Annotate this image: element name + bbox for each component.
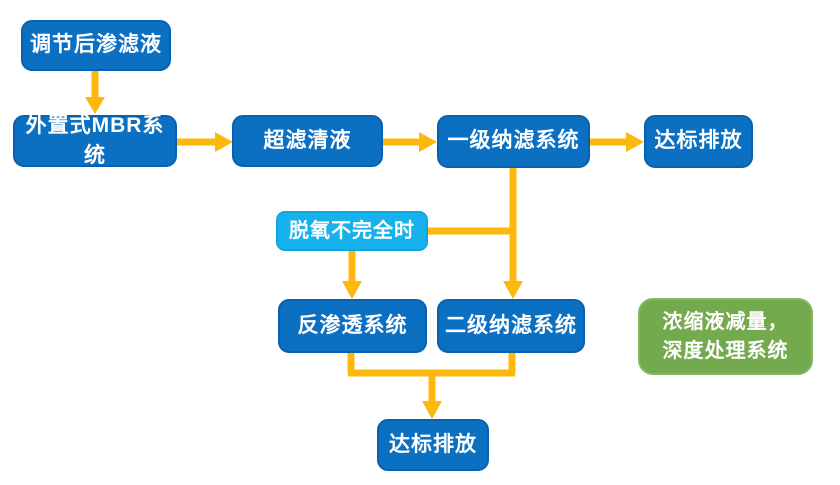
node-deoxygenation-incomplete-label: 脱氧不完全时 xyxy=(289,219,415,242)
node-standard-discharge-right-label: 达标排放 xyxy=(654,129,743,153)
arrowhead-nf1-to-nf2 xyxy=(503,281,523,299)
arrowhead-merge-to-discharge xyxy=(422,401,442,419)
node-second-stage-nf-system-label: 二级纳滤系统 xyxy=(445,313,577,337)
node-second-stage-nf-system: 二级纳滤系统 xyxy=(437,299,585,353)
node-standard-discharge-bottom-label: 达标排放 xyxy=(389,432,477,456)
arrowhead-mbr-to-uf xyxy=(215,132,233,152)
node-first-stage-nf-system-label: 一级纳滤系统 xyxy=(447,129,580,153)
arrowhead-leachate-to-mbr xyxy=(85,97,105,114)
node-uf-clear-liquid: 超滤清液 xyxy=(232,115,383,167)
node-external-mbr-system-label: 外置式MBR系统 xyxy=(25,113,165,167)
node-deoxygenation-incomplete: 脱氧不完全时 xyxy=(276,211,428,251)
node-concentrate-reduction: 浓缩液减量， 深度处理系统 xyxy=(638,298,813,375)
node-first-stage-nf-system: 一级纳滤系统 xyxy=(437,115,590,168)
node-reverse-osmosis-system-label: 反渗透系统 xyxy=(297,313,408,337)
node-standard-discharge-right: 达标排放 xyxy=(644,115,753,168)
node-uf-clear-liquid-label: 超滤清液 xyxy=(263,128,352,152)
arrowhead-deoxy-to-ro xyxy=(342,281,362,299)
node-reverse-osmosis-system: 反渗透系统 xyxy=(278,299,427,353)
node-external-mbr-system: 外置式MBR系统 xyxy=(13,114,177,167)
node-adjusted-leachate-label: 调节后渗滤液 xyxy=(30,33,162,57)
arrowhead-uf-to-nf1 xyxy=(419,132,437,152)
node-adjusted-leachate: 调节后渗滤液 xyxy=(21,20,171,71)
node-standard-discharge-bottom: 达标排放 xyxy=(377,419,489,471)
connector-merge-to-discharge xyxy=(347,351,516,402)
node-concentrate-reduction-label: 浓缩液减量， 深度处理系统 xyxy=(662,310,789,362)
arrowhead-nf1-to-discharge xyxy=(626,132,644,152)
